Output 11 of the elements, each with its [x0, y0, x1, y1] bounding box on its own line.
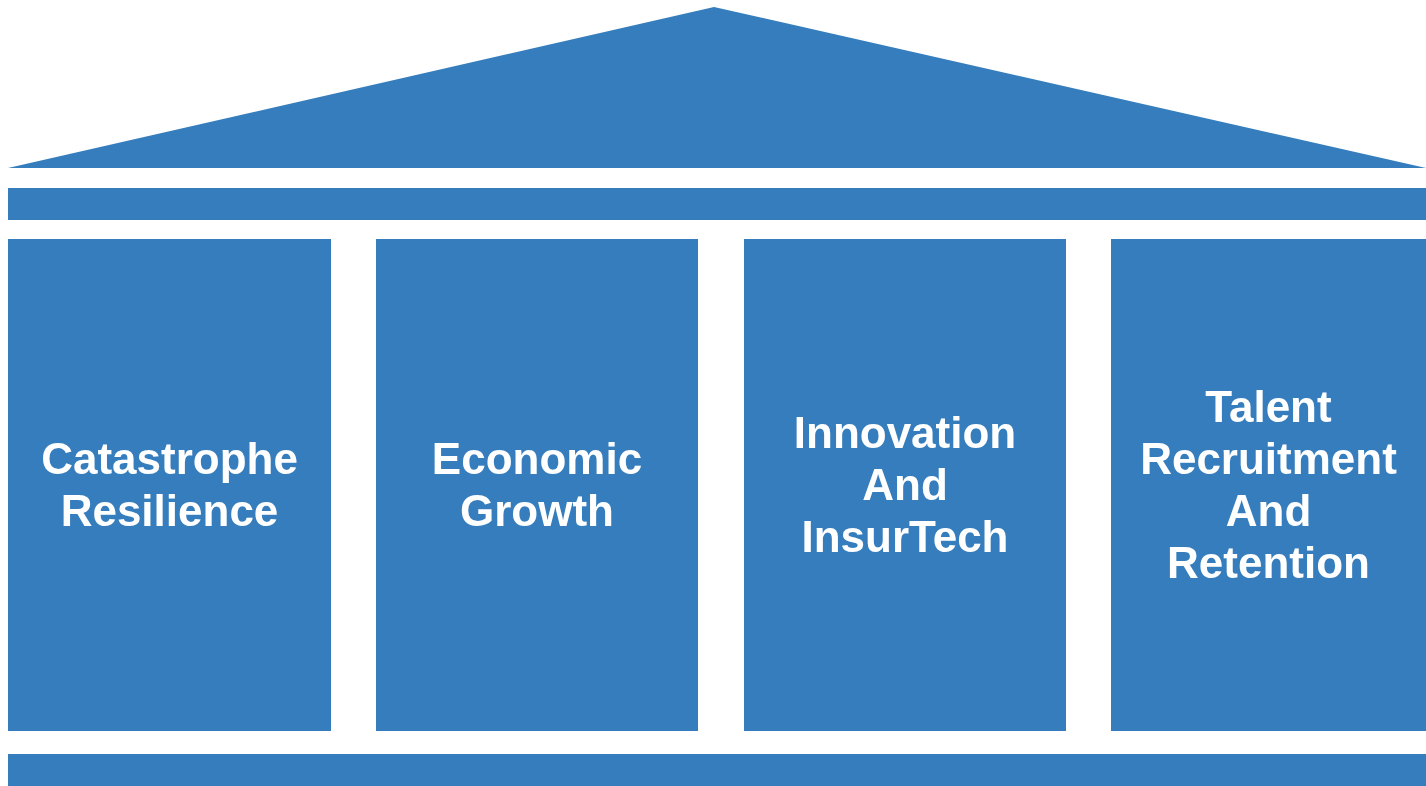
- pillar-label: Economic Growth: [430, 433, 644, 537]
- beam-bar: [8, 188, 1426, 220]
- pillar-label: Catastrophe Resilience: [40, 433, 299, 537]
- pillar-label: Talent Recruitment And Retention: [1139, 381, 1398, 589]
- pillar: [376, 239, 698, 731]
- pillar: [744, 239, 1066, 731]
- base-bar: [8, 754, 1426, 786]
- pillar-label: Innovation And InsurTech: [792, 407, 1018, 563]
- pillar: [8, 239, 331, 731]
- pillar: [1111, 239, 1426, 731]
- roof-triangle: [8, 7, 1426, 168]
